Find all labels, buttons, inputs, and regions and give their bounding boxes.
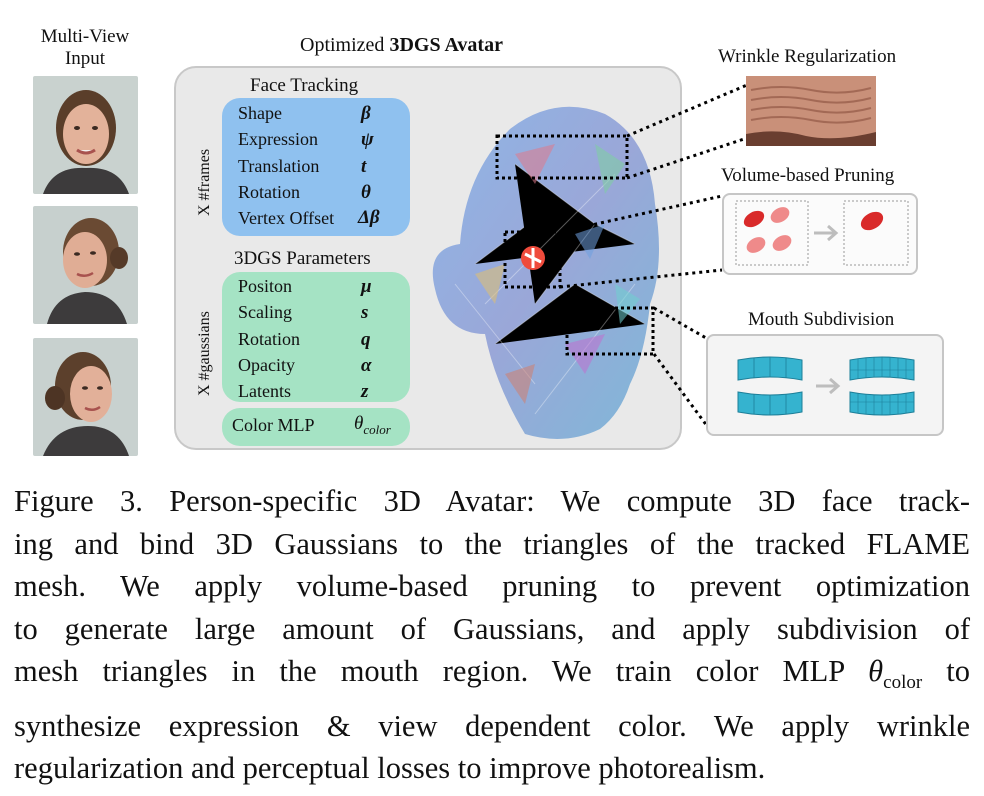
tracking-row-symbol: ψ [361,129,374,150]
gs-row-label: Rotation [238,329,300,349]
panel-title-prefix: Optimized [300,34,390,56]
multi-view-title-line2: Input [64,48,106,69]
caption-line5-suffix: to [922,654,970,688]
figure-caption: Figure 3. Person-specific 3D Avatar: We … [14,480,970,790]
mouth-subdivision-title: Mouth Subdivision [748,309,895,330]
caption-line-5: mesh triangles in the mouth region. We t… [14,650,970,705]
gs-parameters-title: 3DGS Parameters [234,248,371,269]
color-mlp-subscript: color [363,421,391,437]
gs-row-symbol: μ [361,276,372,297]
tracking-row-symbol: Δβ [358,207,380,228]
tracking-row-label: Shape [238,103,282,123]
caption-line: Figure 3. Person-specific 3D Avatar: We … [14,484,970,518]
face-tracking-box [222,98,410,236]
face-tracking-title: Face Tracking [250,75,359,96]
gaussian-head-render [415,84,685,450]
color-mlp-symbol: θcolor [354,413,391,438]
gs-row-symbol: q [361,329,371,350]
tracking-row-label: Translation [238,156,320,176]
tracking-row-symbol: t [361,156,367,177]
caption-line: synthesize expression & view dependent c… [14,708,970,743]
gs-row-symbol: α [361,355,372,376]
color-mlp-theta: θ [354,413,364,434]
caption-theta-subscript: color [883,672,923,694]
tracking-row-label: Expression [238,129,318,149]
panel-title-bold: 3DGS Avatar [389,34,503,56]
caption-line: ing and bind 3D Gaussians to the triangl… [14,526,970,561]
input-face-image-1 [33,76,138,194]
panel-title: Optimized 3DGS Avatar [300,34,503,57]
volume-pruning-box [722,193,918,275]
color-mlp-box [222,408,410,446]
wrinkle-forehead-image [746,76,876,146]
multi-view-input-title: Multi-View Input [20,26,150,70]
volume-pruning-title: Volume-based Pruning [721,165,895,186]
gs-row-symbol: z [361,381,369,402]
caption-line: regularization and perceptual losses to … [14,751,766,786]
caption-line5-prefix: mesh triangles in the mouth region. We t… [14,654,869,688]
caption-line: mesh. We apply volume-based pruning to p… [14,569,970,603]
color-mlp-label: Color MLP [232,415,315,435]
gs-row-label: Scaling [238,302,292,322]
multi-view-title-line1: Multi-View [40,26,130,47]
tracking-row-symbol: θ [361,182,371,203]
gs-row-label: Latents [238,381,291,401]
tracking-row-symbol: β [361,103,371,124]
caption-theta: θ [868,654,884,688]
input-face-image-3 [33,338,138,456]
gs-row-symbol: s [361,302,369,323]
wrinkle-regularization-title: Wrinkle Regularization [718,46,897,67]
input-face-image-2 [33,206,138,324]
gs-parameters-box [222,272,410,402]
gs-row-label: Opacity [238,355,295,375]
mouth-subdivision-box [706,334,944,436]
tracking-row-label: Vertex Offset [238,208,335,228]
gs-row-label: Positon [238,276,293,296]
tracking-row-label: Rotation [238,182,300,202]
caption-line: to generate large amount of Gaussians, a… [14,611,970,646]
callout-connectors [559,83,748,431]
